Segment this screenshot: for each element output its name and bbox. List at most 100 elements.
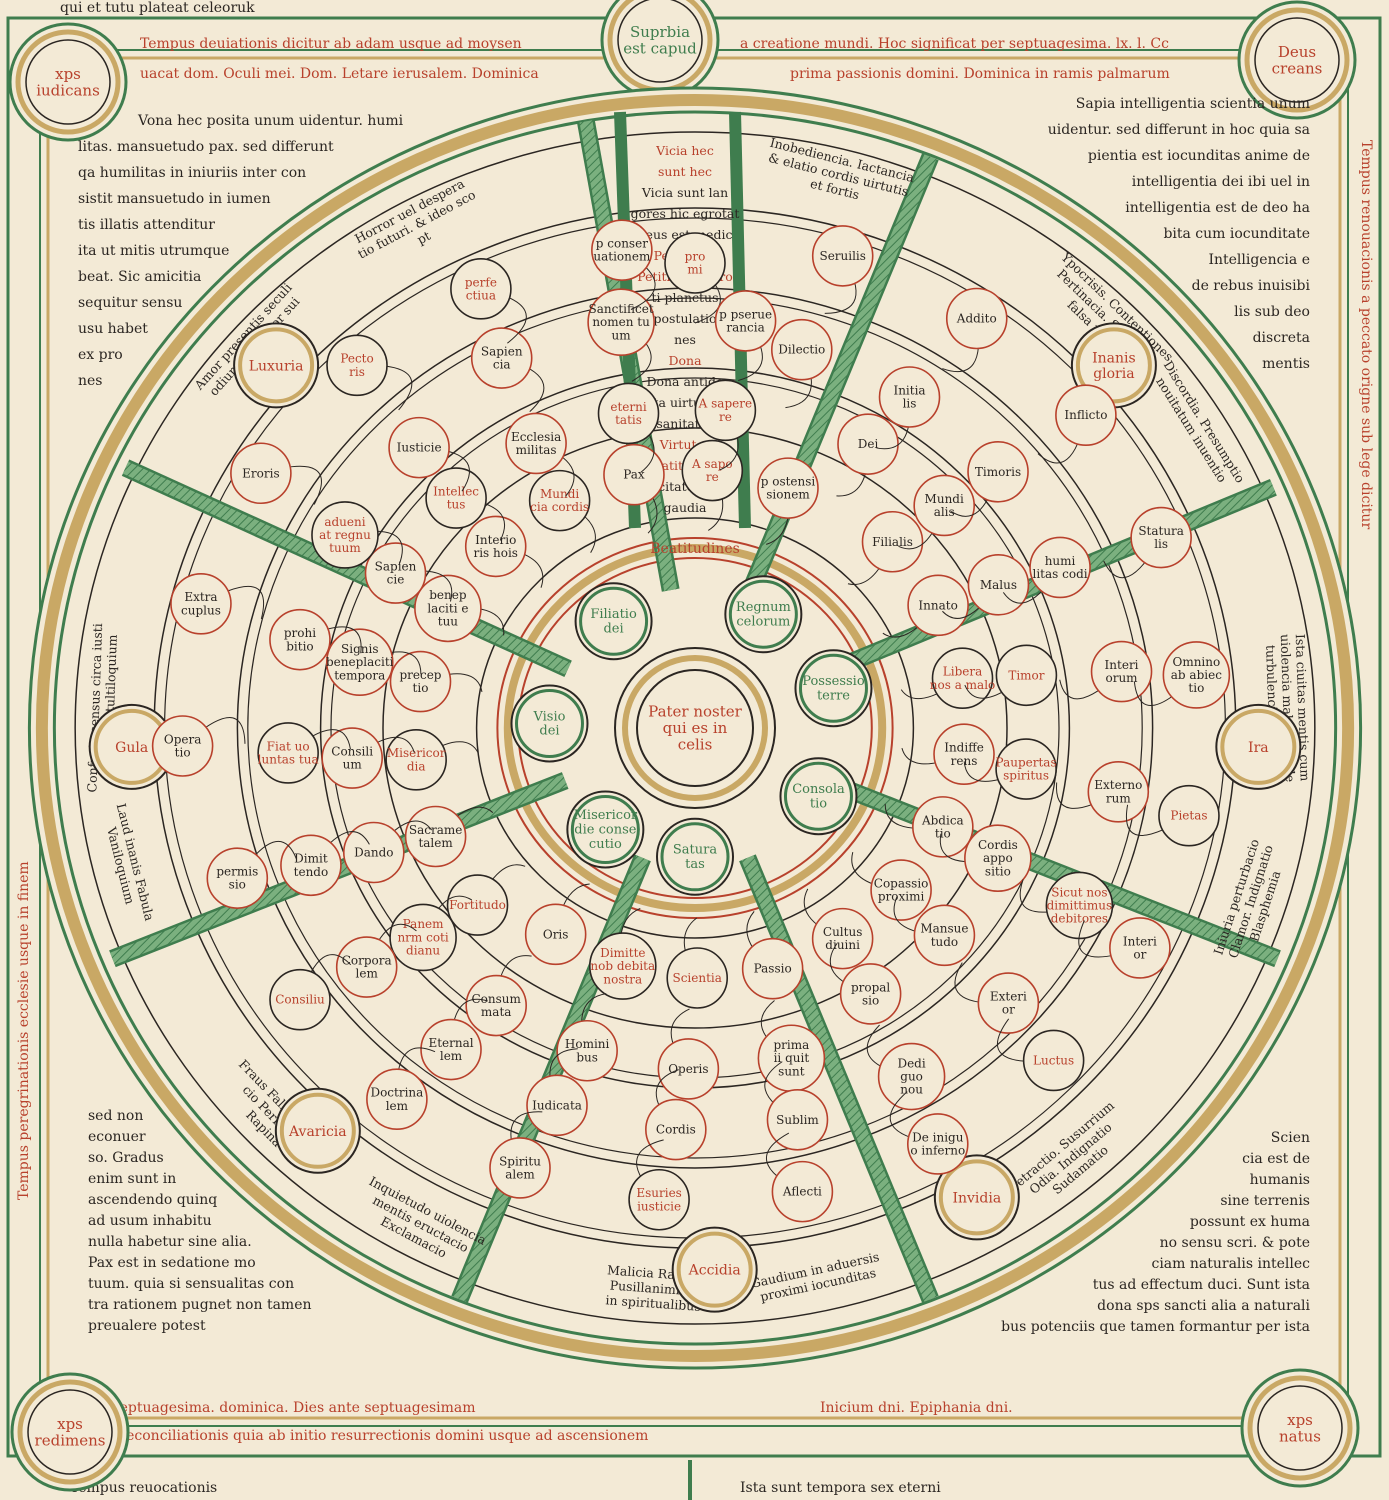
bottom-line-left: Tempus reuocationis: [70, 1480, 217, 1496]
node-4: Seruilis: [811, 225, 874, 314]
node-label-75: Pax: [623, 468, 645, 482]
beatitudes-label: Beatitudines: [650, 541, 740, 557]
node-37: Sublim: [764, 1061, 829, 1151]
bottom-right-margin-text-line: sine terrenis: [1220, 1193, 1310, 1209]
node-38: Operis: [657, 1008, 720, 1100]
bottom-right-margin-text-line: humanis: [1250, 1172, 1310, 1188]
segment-line: in spiritualibus: [605, 1292, 701, 1314]
node-7: Innato: [882, 574, 969, 638]
right-margin-text-line: uidentur. sed differunt in hoc quia sa: [1048, 122, 1310, 138]
bottom-band3: Inicium dni. Epiphania dni.: [820, 1400, 1013, 1416]
node-label-1: Dilectio: [778, 343, 825, 357]
node-label-38: Operis: [668, 1062, 708, 1076]
node-label-3: Filialis: [872, 535, 913, 549]
wheel-inner-rim: [52, 110, 1338, 1346]
ring-5: [475, 517, 915, 939]
bottom-line-right: Ista sunt tempora sex eterni: [740, 1480, 941, 1496]
node-35: Scientia: [666, 917, 729, 1009]
spoke-line: Dona: [668, 353, 702, 368]
vice-label-2: Ira: [1248, 740, 1269, 756]
vice-label-6: Gula: [115, 740, 148, 756]
bottom-left-margin-text-line: preualere potest: [88, 1318, 206, 1334]
bottom-left-margin-text-line: tuum. quia si sensualitas con: [88, 1276, 294, 1292]
node-1: Dilectio: [770, 318, 833, 409]
left-margin-text-line: sequitur sensu: [78, 295, 182, 311]
bottom-right-margin-text-line: bus potenciis que tamen formantur per is…: [1001, 1319, 1310, 1335]
node-54: Dando: [342, 820, 433, 884]
bottom-band2: Septuagesima. dominica. Dies ante septua…: [110, 1400, 476, 1416]
vice-label-3: Invidia: [952, 1190, 1001, 1206]
node-8: Addito: [942, 287, 1008, 373]
left-margin-text-line: qa humilitas in iniuriis inter con: [78, 165, 306, 181]
node-43: Oris: [524, 883, 590, 966]
right-margin-text: Sapia intelligentia scientia unumuidentu…: [1048, 96, 1311, 372]
node-label-47: Fortitudo: [449, 898, 506, 912]
bottom-left-margin-text-line: enim sunt in: [88, 1171, 176, 1187]
spoke-line: nes: [674, 332, 696, 347]
wheel-gold-rim: [35, 94, 1355, 1362]
spoke-line: gores hic egrotat: [631, 206, 740, 221]
bottom-left-margin-text-line: ad usum inhabitu: [88, 1213, 212, 1229]
node-24: Pietas: [1125, 784, 1220, 847]
node-label-41: Cordis: [656, 1123, 696, 1137]
node-2: Dei: [836, 413, 899, 497]
node-label-9: Timoris: [975, 465, 1021, 479]
right-margin-text-line: intelligentia dei ibi uel in: [1132, 174, 1310, 190]
